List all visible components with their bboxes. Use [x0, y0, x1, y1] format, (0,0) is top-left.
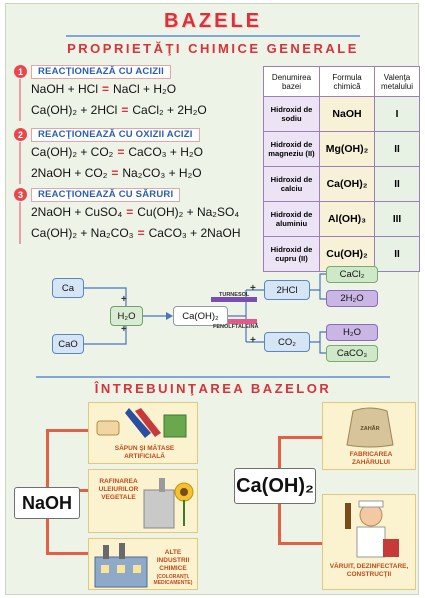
table-row: Hidroxid de sodiu NaOH I	[263, 96, 420, 132]
oil-refinery-illustration	[143, 478, 194, 529]
page-title: BAZELE	[164, 10, 262, 32]
reaction-title: REACŢIONEAZĂ CU SĂRURI	[31, 187, 181, 202]
section-title-uses: ÎNTREBUINŢAREA BAZELOR	[94, 381, 332, 396]
plus-sign: +	[250, 283, 256, 294]
calcium-hydroxide-box: Ca(OH)₂	[173, 306, 228, 326]
reaction-number: 3	[14, 188, 27, 201]
use-card-whitewash: VĂRUIT, DEZINFECTARE, CONSTRUCŢII	[322, 494, 416, 590]
hcl-box: 2HCl	[264, 280, 310, 300]
use-label: SĂPUN ŞI MĂTASE ARTIFICIALĂ	[114, 445, 175, 460]
table-row: Hidroxid de aluminiu Al(OH)₃ III	[263, 201, 420, 237]
table-header: Formula chimică	[319, 66, 375, 97]
section-title-properties: PROPRIETĂŢI CHIMICE GENERALE	[67, 41, 359, 56]
use-label: VĂRUIT, DEZINFECTARE, CONSTRUCŢII	[329, 563, 409, 578]
table-header: Denumirea bazei	[263, 66, 320, 97]
equation: NaOH + HCl=NaCl + H₂O	[19, 79, 254, 100]
ca-box: Ca	[52, 278, 84, 298]
plus-sign: +	[121, 294, 127, 305]
plus-sign: +	[250, 335, 256, 346]
use-card-oil: RAFINAREA ULEIURILOR VEGETALE	[88, 469, 198, 533]
reaction-title: REACŢIONEAZĂ CU ACIZII	[31, 64, 171, 79]
bases-table: Denumirea bazei Formula chimică Valenţa …	[263, 66, 420, 272]
fenolftaleina-strip	[211, 319, 257, 324]
poster: BAZELE PROPRIETĂŢI CHIMICE GENERALE 1 RE…	[5, 3, 420, 595]
reaction-title: REACŢIONEAZĂ CU OXIZII ACIZI	[31, 127, 200, 142]
caoh2-branch	[278, 542, 322, 545]
title-divider	[66, 35, 360, 37]
water-product-box: H₂O	[326, 324, 378, 341]
equation: Ca(OH)₂ + CO₂=CaCO₃ + H₂O	[19, 142, 254, 163]
reaction-group-acids: 1 REACŢIONEAZĂ CU ACIZII NaOH + HCl=NaCl…	[14, 64, 254, 121]
painter-illustration	[345, 500, 399, 558]
naoh-branch	[46, 429, 88, 432]
equation: 2NaOH + CuSO₄=Cu(OH)₂ + Na₂SO₄	[19, 202, 254, 223]
reaction-number: 2	[14, 128, 27, 141]
naoh-label-box: NaOH	[14, 487, 80, 519]
co2-box: CO₂	[264, 332, 310, 352]
caoh2-label-box: Ca(OH)₂	[234, 468, 316, 504]
use-card-soap: SĂPUN ŞI MĂTASE ARTIFICIALĂ	[88, 402, 198, 464]
caoh2-branch	[278, 436, 322, 439]
use-card-sugar: ZAHĂR FABRICAREA ZAHĂRULUI	[322, 402, 416, 470]
table-row: Hidroxid de cupru (II) Cu(OH)₂ II	[263, 236, 420, 272]
caco3-box: CaCO₃	[326, 345, 378, 362]
use-card-chemicals: ALTE INDUSTRII CHIMICE (COLORANŢI, MEDIC…	[88, 538, 198, 590]
table-row: Hidroxid de calciu Ca(OH)₂ II	[263, 166, 420, 202]
use-label: ALTE INDUSTRII CHIMICE	[156, 549, 190, 572]
reaction-number: 1	[14, 65, 27, 78]
table-header: Valenţa metalului	[374, 66, 420, 97]
use-sublabel: (COLORANŢI, MEDICAMENTE)	[153, 574, 193, 586]
turnesol-strip	[211, 297, 257, 302]
reaction-diagram-lines	[84, 273, 326, 354]
section-divider	[36, 376, 390, 378]
soap-silk-illustration	[96, 408, 187, 438]
equation: Ca(OH)₂ + 2HCl=CaCl₂ + 2H₂O	[19, 100, 254, 121]
turnesol-label: TURNESOL	[219, 292, 250, 298]
cao-box: CaO	[52, 334, 84, 354]
equation: Ca(OH)₂ + Na₂CO₃=CaCO₃ + 2NaOH	[19, 223, 254, 244]
fenolftaleina-label: FENOLFTALEINĂ	[213, 324, 259, 330]
cacl2-box: CaCl₂	[326, 266, 378, 283]
equation: 2NaOH + CO₂=Na₂CO₃ + H₂O	[19, 163, 254, 184]
table-row: Hidroxid de magneziu (II) Mg(OH)₂ II	[263, 131, 420, 167]
reaction-group-salts: 3 REACŢIONEAZĂ CU SĂRURI 2NaOH + CuSO₄=C…	[14, 187, 254, 244]
sugar-sack-illustration	[346, 407, 394, 448]
plus-sign: +	[121, 324, 127, 335]
water-product-box: 2H₂O	[326, 290, 378, 307]
use-label: FABRICAREA ZAHĂRULUI	[349, 451, 393, 466]
naoh-branch	[46, 552, 88, 555]
water-box: H₂O	[110, 306, 143, 326]
factory-illustration	[94, 543, 148, 588]
sack-label: ZAHĂR	[360, 426, 380, 432]
use-label: RAFINAREA ULEIURILOR VEGETALE	[98, 478, 139, 501]
reaction-group-acid-oxides: 2 REACŢIONEAZĂ CU OXIZII ACIZI Ca(OH)₂ +…	[14, 127, 254, 184]
